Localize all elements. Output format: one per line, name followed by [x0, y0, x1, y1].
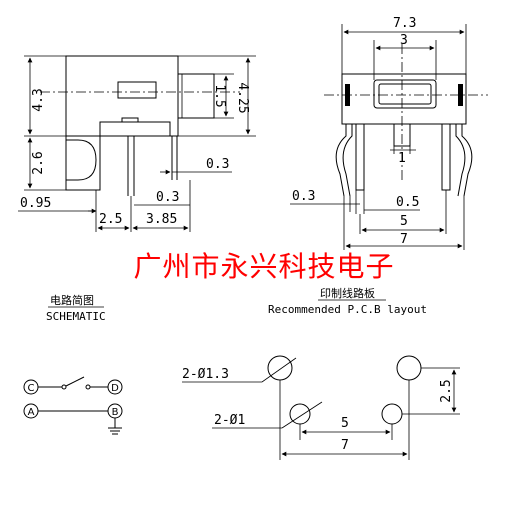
front-body-outline	[341, 73, 467, 125]
side-base-step	[99, 121, 171, 137]
dim-label-total-width: 7.3	[393, 16, 416, 31]
dim-label-pin-width: 0.5	[396, 195, 419, 210]
dim-label-spacing-a: 2.5	[99, 212, 122, 227]
pcb-hole-small-right	[381, 403, 403, 425]
pcb-dim-inner: 5	[341, 416, 349, 431]
schematic-node-d	[107, 379, 123, 395]
pcb-hole-large-left	[267, 355, 293, 381]
dim-label-spacing-outer: 7	[400, 232, 408, 247]
pcb-hole-large-right	[396, 355, 422, 381]
schematic-switch-blade	[65, 376, 85, 387]
side-base-tab	[121, 117, 139, 123]
pcb-leader-diag	[261, 357, 297, 383]
dim-label-pin-width: 0.3	[206, 157, 229, 172]
side-body-outline	[65, 55, 179, 137]
dim-label-body-height: 4.25	[235, 82, 250, 113]
side-view: 4.3 2.6 1.5 4.25 0.3 0.3 0.95 2.5	[18, 55, 256, 232]
dim-label-pin-thickness: 0.3	[292, 189, 315, 204]
front-pin-right-curve	[461, 124, 473, 197]
dim-label-height-lower: 2.6	[31, 151, 46, 174]
front-tab-right	[458, 84, 463, 106]
dim-label-knob-width-visible: 3	[400, 33, 408, 48]
schematic-node-d-label: D	[111, 383, 119, 394]
front-pin-inner-right	[441, 123, 451, 191]
front-knob-inner	[378, 83, 432, 105]
side-bump	[66, 139, 97, 181]
dim-label-left-offset: 0.95	[20, 196, 51, 211]
schematic-section: 电路简图 SCHEMATIC C D A B	[23, 293, 123, 435]
dim-label-spacing-inner: 5	[400, 214, 408, 229]
dim-label-knob-height: 1.5	[212, 84, 227, 107]
pcb-dim-outer: 7	[341, 438, 349, 453]
pcb-title-en: Recommended P.C.B layout	[268, 303, 427, 316]
side-lower-block	[65, 136, 101, 191]
side-knob-outline	[177, 73, 215, 119]
schematic-switch-contact	[85, 384, 91, 390]
front-pin-inner-left	[355, 123, 365, 191]
front-center-slot	[393, 123, 411, 147]
schematic-node-a-label: A	[28, 407, 35, 418]
company-title: 广州市永兴科技电子	[133, 250, 394, 283]
pcb-dim-vertical: 2.5	[439, 379, 454, 402]
pcb-title-cn: 印制线路板	[320, 286, 375, 300]
schematic-title-cn: 电路简图	[50, 293, 94, 307]
front-view: 7.3 7.3 3 1 0.3 0.5 5 7	[290, 16, 488, 250]
pcb-leader-diag	[281, 401, 323, 429]
schematic-node-b-label: B	[112, 407, 119, 418]
pcb-layout-section: 印制线路板 Recommended P.C.B layout 2-Ø1.3 2-…	[182, 286, 460, 460]
dim-label-spacing-b: 3.85	[146, 212, 177, 227]
side-slot	[117, 81, 157, 99]
pcb-small-hole-label: 2-Ø1	[214, 413, 245, 428]
schematic-node-c-label: C	[28, 383, 35, 394]
front-pin-left-curve-2	[342, 124, 353, 197]
dim-label-center-gap: 1	[398, 151, 406, 166]
front-knob-outer	[373, 79, 437, 109]
pcb-large-hole-label: 2-Ø1.3	[182, 367, 229, 382]
schematic-title-en: SCHEMATIC	[46, 310, 106, 323]
dim-label-height-upper: 4.3	[31, 88, 46, 111]
front-pin-right-curve-2	[455, 124, 466, 197]
dim-label-pin-offset: 0.3	[156, 190, 179, 205]
schematic-switch-contact	[61, 384, 67, 390]
front-pin-left-curve	[335, 124, 347, 197]
